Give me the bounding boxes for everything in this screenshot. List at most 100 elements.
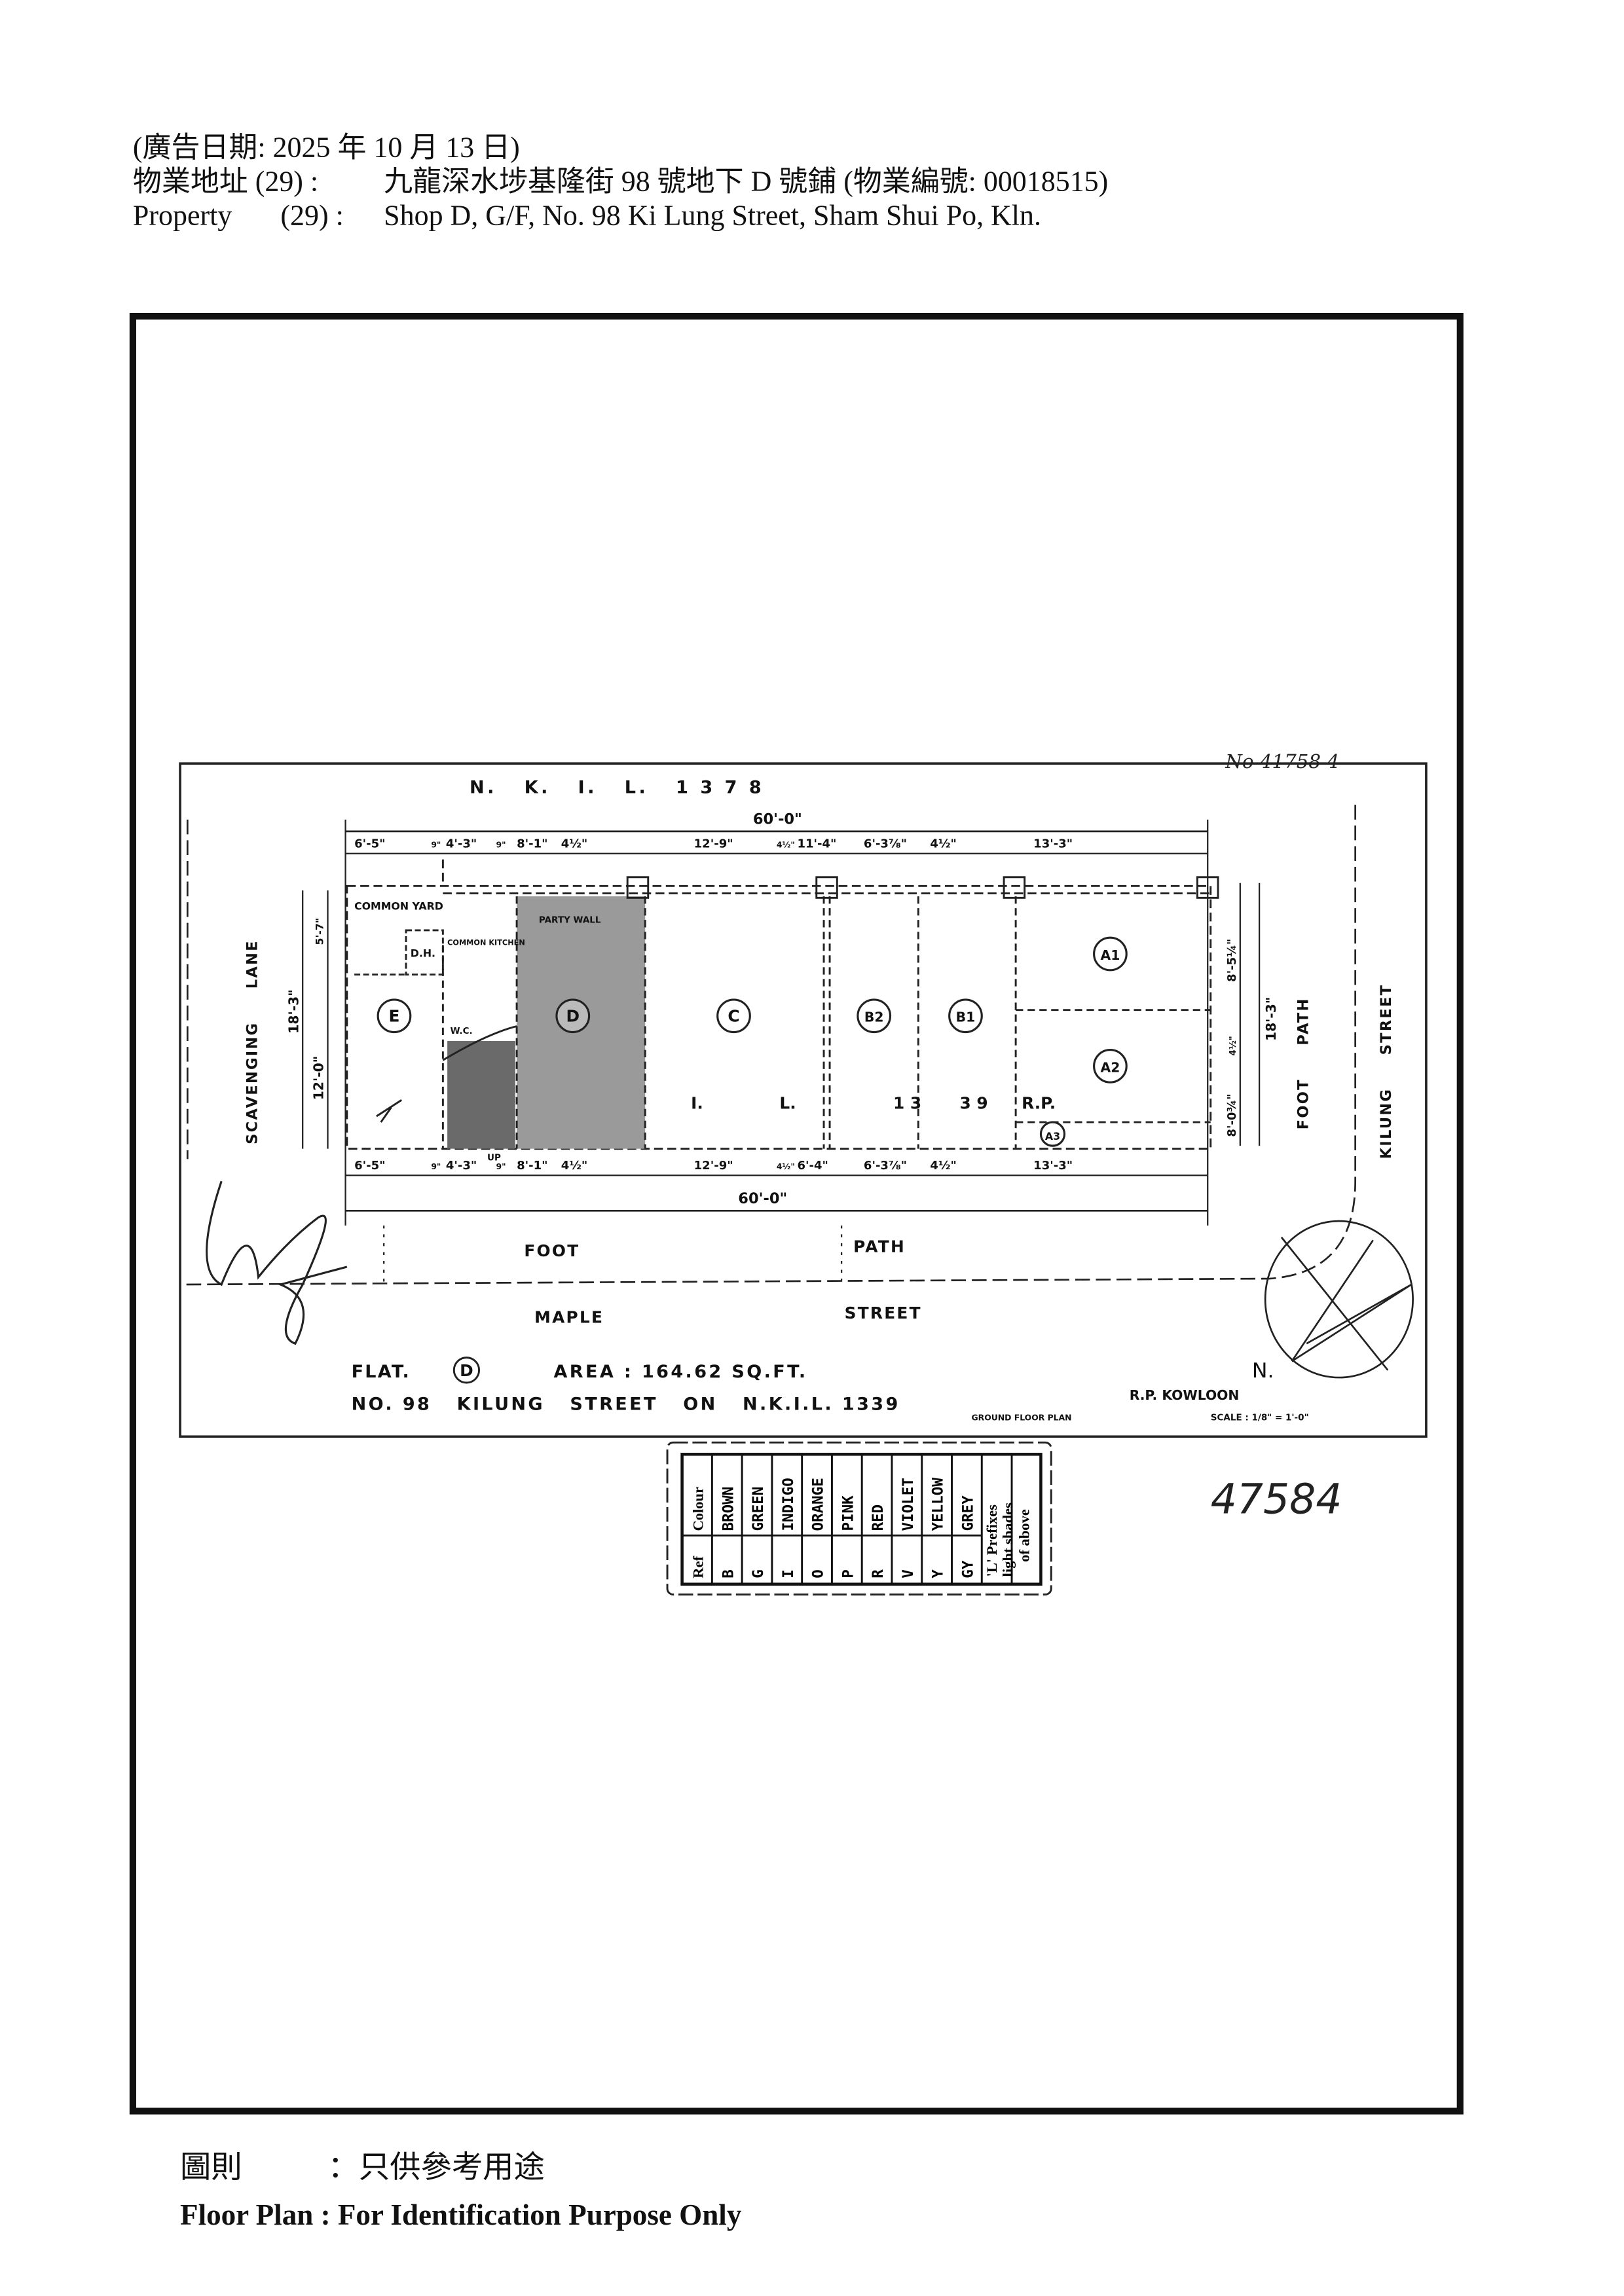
up-label: UP [487,1153,501,1163]
address-line: NO. 98 KILUNG STREET ON N.K.I.L. 1339 [352,1394,900,1415]
lot-inner-text: L. [779,1094,796,1113]
unit-marker-e [377,998,412,1034]
colour-legend: ColourRefBROWNBGREENGINDIGOIORANGEOPINKP… [666,1441,1052,1595]
dimension-top-2: 4'-3" [446,837,477,851]
party-wall-label: PARTY WALL [539,915,601,926]
left-dim-upper: 5'-7" [314,918,326,945]
unit-label-c: C [728,1007,739,1026]
drawing-border [179,762,1428,1438]
north-label: N. [1252,1359,1274,1383]
dimension-bottom-3: 9" [496,1161,506,1171]
property-address: Shop D, G/F, No. 98 Ki Lung Street, Sham… [384,199,1041,231]
common-yard-label: COMMON YARD [354,900,443,912]
dimension-bottom-5: 4½" [561,1159,588,1173]
dimension-top-3: 9" [496,840,506,850]
flat-label: FLAT. [352,1362,411,1382]
unit-label-b1: B1 [956,1010,976,1025]
address-cn-value: 九龍深水埗基隆街 98 號地下 D 號鋪 (物業編號: 00018515) [384,165,1108,197]
legend-note-2: light shades [1000,1503,1016,1577]
unit-marker-a3 [1039,1121,1066,1147]
legend-ref-2: G [750,1569,767,1578]
flat-id: D [460,1361,473,1380]
foot-path-vertical: FOOT PATH [1295,997,1312,1129]
header: (廣告日期: 2025 年 10 月 13 日) 物業地址 (29) : 九龍深… [133,132,1108,232]
dimension-top-9: 6'-3⅞" [864,837,907,851]
dimension-bottom-0: 6'-5" [354,1159,385,1173]
property-number: (29) : [280,199,343,231]
floor-plan-en: Floor Plan : For Identification Purpose … [180,2198,742,2231]
legend-ref-3: I [780,1569,797,1578]
unit-marker-a2 [1093,1048,1128,1084]
unit-marker-d [555,998,591,1034]
lot-number-top: N. K. I. L. 1 3 7 8 [470,777,764,797]
area-label: AREA : 164.62 SQ.FT. [553,1362,807,1382]
legend-ref-1: B [720,1569,737,1578]
legend-ref-4: O [810,1569,827,1578]
dimension-bottom-2: 4'-3" [446,1159,477,1173]
wc-label: W.C. [451,1026,473,1036]
street-label: STREET [845,1303,922,1322]
unit-label-a3: A3 [1045,1130,1060,1142]
common-kitchen-label: COMMON KITCHEN [447,939,525,947]
property-label: Property [133,199,232,231]
handwritten-ref: No 41758 4 [1225,750,1339,773]
dimension-top-0: 6'-5" [354,837,385,851]
dimension-bottom-6: 12'-9" [694,1159,733,1173]
legend-colour-6: RED [870,1504,887,1531]
right-dim-overall: 18'-3" [1263,997,1279,1042]
dimension-bottom-9: 6'-3⅞" [864,1159,907,1173]
lot-inner-text: 1 3 [893,1094,921,1113]
foot-label: FOOT [524,1241,580,1260]
overall-dim-bottom: 60'-0" [738,1190,787,1207]
rp-kowloon: R.P. KOWLOON [1130,1387,1240,1403]
dimension-bottom-1: 9" [431,1161,441,1171]
legend-note-3: of above [1016,1509,1032,1562]
staircase [447,1041,515,1149]
rp-label: R.P. [1022,1094,1056,1113]
lot-inner-text: I. [691,1094,703,1113]
unit-marker-b2 [857,998,892,1034]
unit-marker-c [716,998,751,1034]
overall-dim-top: 60'-0" [753,811,802,828]
legend-colour-3: INDIGO [780,1478,797,1531]
scale-label: SCALE : 1/8" = 1'-0" [1211,1412,1309,1423]
unit-label-a1: A1 [1101,947,1120,963]
north-arrow-compass-icon [1264,1220,1414,1379]
legend-ref-0: Ref [690,1556,707,1578]
dimension-top-4: 8'-1" [517,837,547,851]
unit-label-a2: A2 [1101,1059,1120,1075]
dimension-top-5: 4½" [561,837,588,851]
dimension-top-10: 4½" [930,837,957,851]
dh-label: D.H. [411,947,435,960]
signature [206,1180,348,1345]
legend-colour-9: GREY [959,1495,976,1531]
right-dim-gap: 4½" [1228,1036,1238,1055]
dimension-bottom-10: 4½" [930,1159,957,1173]
legend-ref-5: P [840,1569,857,1578]
legend-colour-7: VIOLET [900,1478,917,1531]
kilung-street-label: KILUNG STREET [1378,984,1395,1159]
legend-colour-0: Colour [690,1487,707,1531]
legend-colour-8: YELLOW [930,1478,947,1531]
legend-colour-4: ORANGE [810,1478,827,1531]
legend-colour-1: BROWN [720,1487,737,1531]
ground-floor-plan-label: GROUND FLOOR PLAN [971,1412,1071,1422]
dimension-top-8: 11'-4" [797,837,836,851]
dimension-bottom-7: 4½" [777,1161,795,1171]
floor-plan-cn: 圖則 [180,2151,242,2185]
dimension-top-1: 9" [431,840,441,850]
lot-inner-text: 3 9 [959,1094,987,1113]
legend-ref-8: Y [930,1569,947,1578]
path-label: PATH [853,1237,906,1256]
unit-marker-a1 [1093,936,1128,972]
dimension-bottom-8: 6'-4" [797,1159,828,1173]
handwritten-stamp-number: 47584 [1211,1475,1342,1523]
legend-ref-6: R [870,1569,887,1578]
legend-note-1: 'L' Prefixes [984,1504,1000,1577]
legend-ref-9: GY [959,1560,976,1578]
unit-label-b2: B2 [864,1010,884,1025]
left-dim-lower: 12'-0" [311,1056,327,1101]
dimension-bottom-4: 8'-1" [517,1159,547,1173]
plan-frame [129,312,1464,2115]
